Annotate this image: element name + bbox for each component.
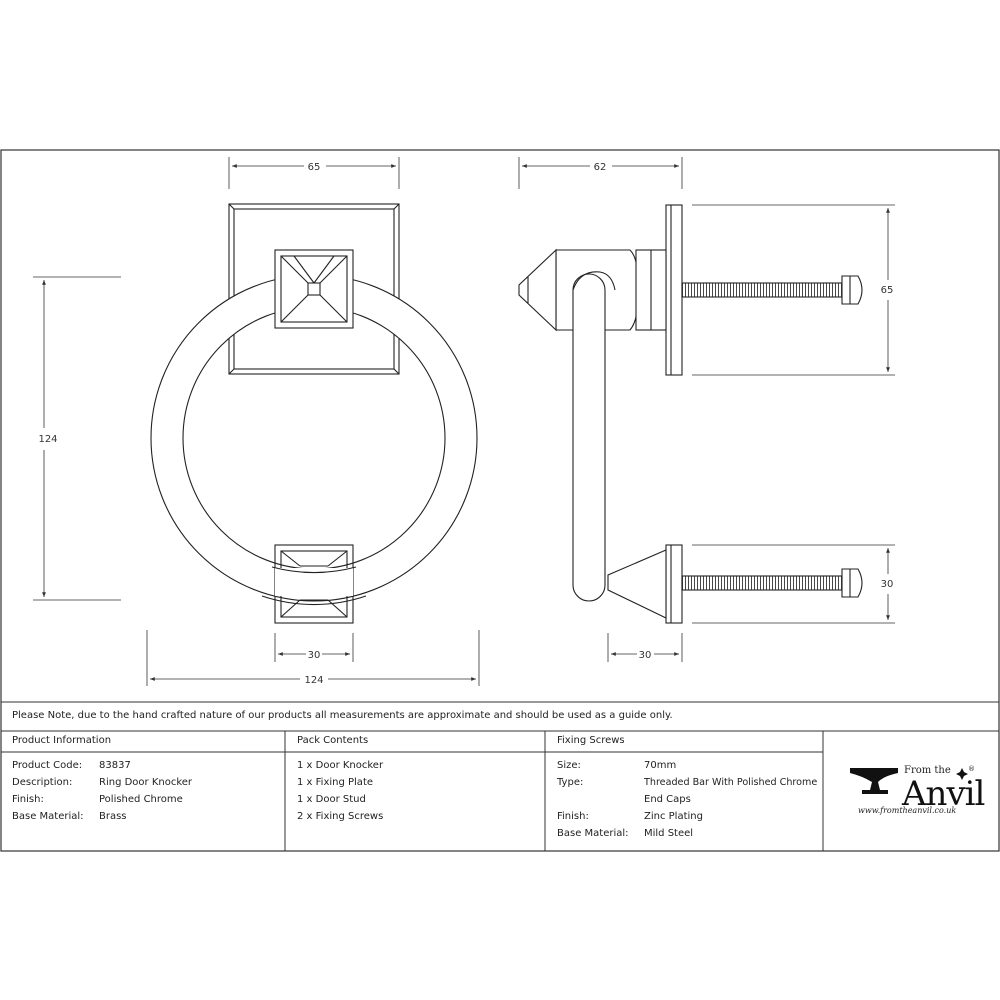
logo-registered: ®	[968, 765, 975, 773]
product-info-label: Base Material:	[12, 811, 84, 822]
outer-frame	[0, 149, 1000, 852]
fixing-screws-value: End Caps	[644, 794, 691, 805]
front-backplate	[228, 203, 400, 375]
front-ring	[150, 274, 478, 602]
product-info-label: Finish:	[12, 794, 44, 805]
logo-url: www.fromtheanvil.co.uk	[858, 806, 957, 815]
fixing-screws-value: Zinc Plating	[644, 811, 703, 822]
dim-side-stud-depth: 30	[639, 650, 652, 661]
dim-side-depth: 62	[594, 162, 607, 173]
dim-front-base-width: 30	[308, 650, 321, 661]
pack-contents-heading: Pack Contents	[297, 735, 369, 746]
product-info-value: Polished Chrome	[99, 794, 183, 805]
fixing-screws-value: 70mm	[644, 760, 677, 771]
product-info-label: Description:	[12, 777, 73, 788]
side-plate	[665, 204, 683, 376]
product-info-value: Ring Door Knocker	[99, 777, 193, 788]
fixing-screws-label: Type:	[557, 777, 584, 788]
logo-word-text: Anvil	[902, 774, 985, 814]
logo-word: Anvil	[902, 772, 985, 814]
dim-front-width: 65	[308, 162, 321, 173]
front-view	[150, 203, 478, 624]
product-info-value: Brass	[99, 811, 127, 822]
side-view	[518, 204, 863, 624]
side-dimensions	[518, 157, 895, 662]
dim-side-plate-height: 65	[881, 285, 894, 296]
product-info-value: 83837	[99, 760, 131, 771]
dim-front-ring-width: 124	[304, 675, 323, 686]
logo-from-the: From the	[904, 765, 951, 776]
fixing-screws-value: Threaded Bar With Polished Chrome	[644, 777, 818, 788]
side-knocker-arm	[572, 273, 606, 602]
dim-front-height: 124	[38, 434, 57, 445]
anvil-logo-icon	[850, 768, 968, 794]
pack-contents-item: 1 x Door Knocker	[297, 760, 384, 771]
product-info-label: Product Code:	[12, 760, 83, 771]
pack-contents-item: 1 x Door Stud	[297, 794, 366, 805]
fixing-screws-label: Base Material:	[557, 828, 629, 839]
fixing-screws-heading: Fixing Screws	[557, 735, 625, 746]
product-info-heading: Product Information	[12, 735, 112, 746]
measurement-note: Please Note, due to the hand crafted nat…	[12, 710, 673, 721]
fixing-screws-value: Mild Steel	[644, 828, 694, 839]
fixing-screws-label: Size:	[557, 760, 581, 771]
pack-contents-item: 1 x Fixing Plate	[297, 777, 374, 788]
fixing-screws-label: Finish:	[557, 811, 589, 822]
pack-contents-item: 2 x Fixing Screws	[297, 811, 384, 822]
info-table	[1, 701, 999, 851]
side-stud-plate	[665, 544, 683, 624]
front-bottom-striker	[261, 544, 367, 624]
front-dimensions	[33, 157, 480, 686]
front-top-boss	[274, 249, 354, 329]
dim-side-stud-height: 30	[881, 579, 894, 590]
